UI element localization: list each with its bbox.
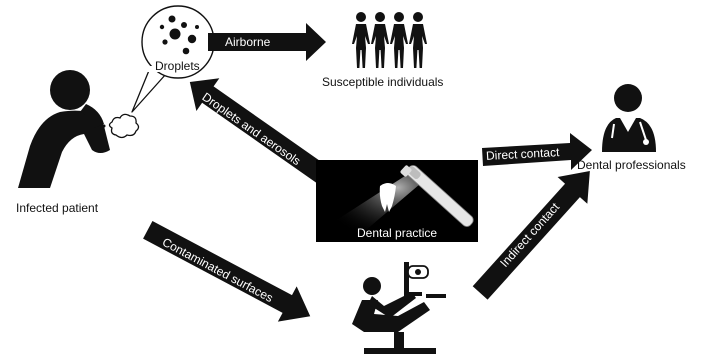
cough-cloud-icon [102, 113, 140, 139]
susceptible-individuals-label: Susceptible individuals [322, 75, 444, 89]
arrow-contaminated-surfaces [143, 220, 311, 322]
arrow-airborne [208, 23, 326, 61]
droplets-label: Droplets [155, 59, 200, 73]
dental-handpiece-tooth-icon [318, 165, 474, 242]
dental-professionals-label: Dental professionals [577, 158, 686, 172]
dental-practice-label: Dental practice [357, 226, 438, 240]
infected-patient-label: Infected patient [16, 201, 99, 215]
dental-chair-icon [352, 262, 446, 354]
arrow-droplets-aerosols [189, 78, 330, 185]
arrow-indirect-contact [472, 171, 590, 300]
people-group-icon [352, 12, 427, 68]
droplets-icon [131, 5, 215, 113]
coughing-person-icon [18, 70, 110, 188]
arrow-direct-contact [482, 133, 592, 170]
airborne-label: Airborne [225, 35, 271, 49]
dentist-icon [602, 84, 656, 152]
